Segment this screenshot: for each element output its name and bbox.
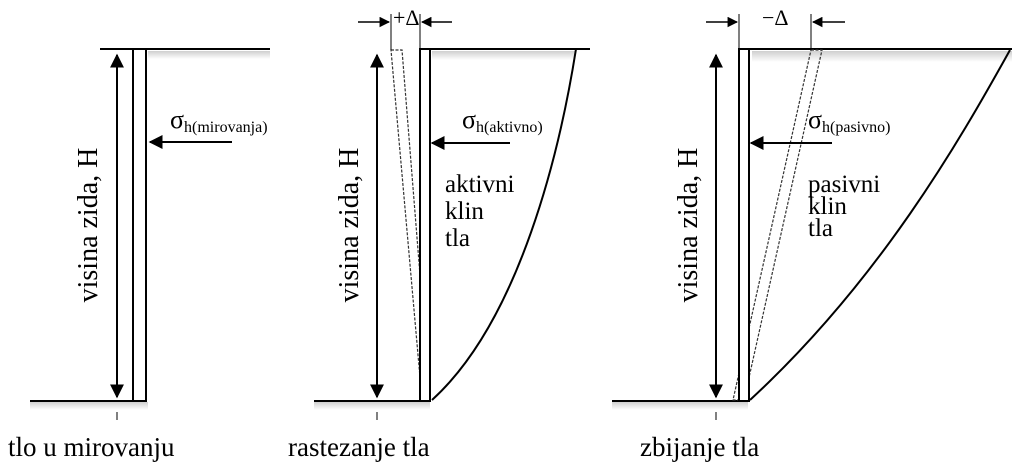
delta-label: +Δ	[393, 5, 420, 30]
height-label: visina zida, H	[673, 148, 704, 303]
retaining-wall	[419, 48, 431, 402]
ground-shade-bottom	[612, 402, 748, 410]
wedge-label-line-1: pasivni	[808, 171, 880, 198]
wedge-label-line-1: aktivni	[445, 171, 514, 198]
wedge-label-line-3: tla	[445, 225, 470, 252]
height-label: visina zida, H	[334, 148, 365, 303]
caption-active: rastezanje tla	[288, 432, 430, 462]
pressure-label: σh(mirovanja)	[170, 105, 268, 136]
ground-shade-bottom	[314, 402, 430, 410]
ground-shade-top	[752, 51, 1012, 62]
caption-passive: zbijanje tla	[640, 432, 759, 462]
ground-shade-bottom	[30, 402, 148, 410]
pressure-label: σh(aktivno)	[462, 105, 543, 136]
ground-shade-top	[148, 51, 270, 59]
failure-surface	[431, 48, 577, 401]
height-label: visina zida, H	[73, 148, 104, 303]
panel-active: +Δ σh(aktivno) aktivni klin tla visina z…	[288, 5, 590, 462]
delta-label: −Δ	[762, 5, 789, 30]
pressure-label: σh(pasivno)	[808, 105, 890, 136]
caption-rest: tlo u mirovanju	[8, 432, 175, 462]
failure-surface	[749, 49, 1011, 401]
retaining-wall	[738, 48, 750, 402]
retaining-wall	[132, 48, 147, 402]
wedge-label-line-3: tla	[808, 215, 833, 242]
ground-shade-top	[432, 51, 575, 60]
wedge-label-line-2: klin	[445, 198, 484, 225]
wedge-label-line-2: klin	[808, 193, 847, 220]
panel-passive: −Δ σh(pasivno) pasivni klin tla visina z…	[612, 5, 1012, 462]
panel-rest: σh(mirovanja) visina zida, H tlo u mirov…	[8, 48, 270, 462]
